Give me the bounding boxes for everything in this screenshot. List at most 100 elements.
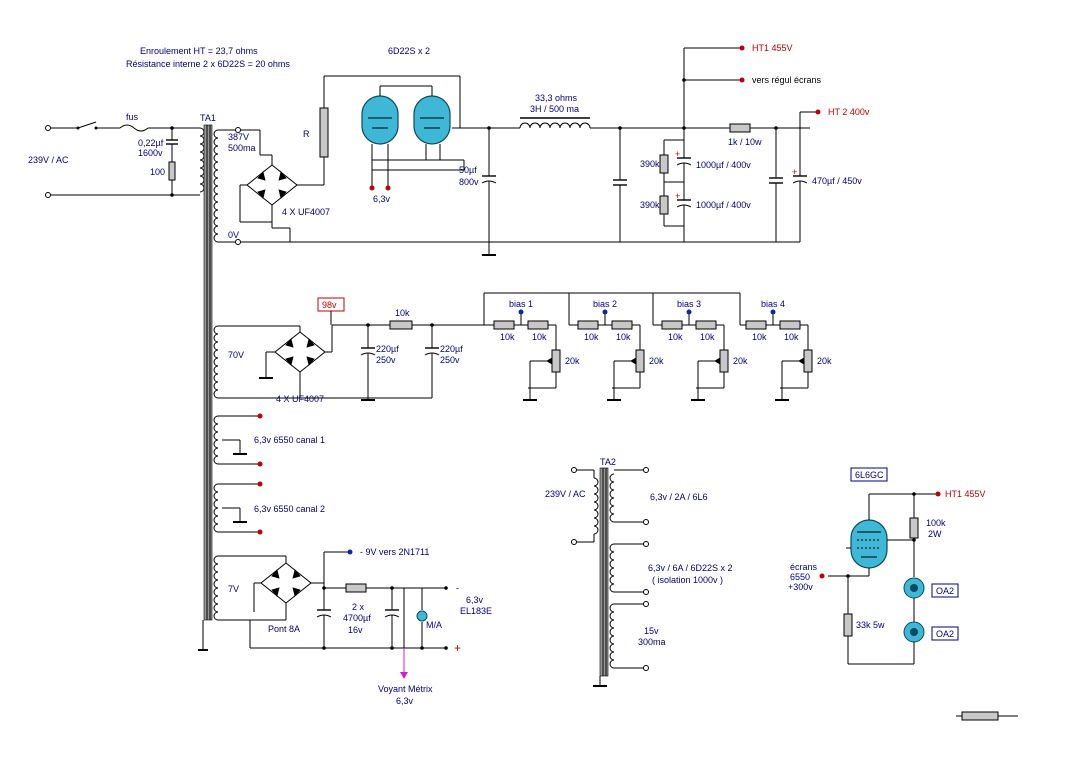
- heater-canal-1: [213, 413, 263, 467]
- ta1-primary-coil: [199, 127, 205, 193]
- cap50-voltage-label: 800v: [459, 177, 479, 187]
- ta2-secondary-3a-label: 15v: [644, 626, 659, 636]
- oa2-b-label: OA2: [936, 629, 954, 639]
- bias-channel-3: [652, 293, 729, 401]
- voyant-voltage-label: 6,3v: [396, 696, 414, 706]
- c1000b-label: 1000µf / 400v: [696, 200, 751, 210]
- bias-3-r1: 10k: [668, 332, 683, 342]
- oa2-b-box: [931, 626, 959, 641]
- ht1-label: HT1 455V: [752, 43, 793, 53]
- c220a-label: 220µf: [376, 344, 399, 354]
- ecrans-tube-label: 6550: [790, 572, 810, 582]
- cap-022-label: 0,22µf: [138, 138, 164, 148]
- c220b-label: 220µf: [440, 344, 463, 354]
- mains-label: 239V / AC: [28, 155, 69, 165]
- bias-main-rail: [300, 292, 740, 401]
- bias-3-title: bias 3: [677, 299, 701, 309]
- canal1-label: 6,3v 6550 canal 1: [254, 435, 325, 445]
- c1000a-label: 1000µf / 400v: [696, 160, 751, 170]
- bias-4-r2: 10k: [784, 332, 799, 342]
- bridge-rectifier-3: [250, 556, 324, 621]
- cap-470uf: +: [769, 111, 816, 242]
- bridge-rectifier-2: [259, 325, 333, 398]
- bias-4-title: bias 4: [761, 299, 785, 309]
- resistor-r: [319, 107, 329, 158]
- tube-6l6-box: [850, 467, 888, 482]
- regulator-network: [843, 492, 925, 665]
- v387-label: 387V: [228, 132, 249, 142]
- bias-1-r1: 10k: [500, 332, 515, 342]
- r390b-label: 390k: [640, 200, 660, 210]
- ecrans-voltage-label: +300v: [788, 582, 813, 592]
- bias-channel-4: [739, 293, 813, 401]
- r33k-label: 33k 5w: [856, 620, 885, 630]
- bias-2-pot: 20k: [649, 356, 664, 366]
- tube-6l6gc: [828, 493, 936, 577]
- tube-6l6-label: 6L6GC: [855, 470, 884, 480]
- ta1-7v-secondary: [213, 555, 446, 649]
- c220a-voltage-label: 250v: [376, 355, 396, 365]
- bridge-rectifier-1: [239, 129, 325, 242]
- v7-label: 7V: [228, 584, 239, 594]
- oa2-a-box: [931, 583, 959, 598]
- bias-2-r2: 10k: [616, 332, 631, 342]
- bias-4-r1: 10k: [752, 332, 767, 342]
- oa2-a-label: OA2: [936, 586, 954, 596]
- cap-022-voltage-label: 1600v: [138, 148, 163, 158]
- heater-canal-2: [213, 481, 263, 535]
- cap-divider-network: + +: [659, 126, 692, 242]
- cap4700-count-label: 2 x: [352, 602, 365, 612]
- ta2-secondary-2a-label: 6,3v / 6A / 6D22S x 2: [648, 563, 733, 573]
- ta1-label: TA1: [200, 113, 216, 123]
- bias-1-r2: 10k: [532, 332, 547, 342]
- ma-label: M/A: [426, 620, 442, 630]
- ht1-branch: [682, 47, 740, 128]
- bias-1-pot: 20k: [565, 356, 580, 366]
- ta2-secondary-3b-label: 300ma: [638, 637, 666, 647]
- ta2-secondary-2b-label: ( isolation 1000v ): [652, 575, 723, 585]
- ta1-bias-secondary: [213, 325, 300, 399]
- resistor-1k-10w: [729, 123, 751, 133]
- v70-label: 70V: [228, 350, 244, 360]
- tube-title-label: 6D22S x 2: [388, 46, 430, 56]
- cap4700-value-label: 4700µf: [343, 613, 371, 623]
- regul-terminal: [739, 77, 745, 83]
- el183-voltage-label: 6,3v: [466, 595, 484, 605]
- ta2-secondary-1-label: 6,3v / 2A / 6L6: [650, 492, 708, 502]
- v98-label: 98v: [322, 300, 337, 310]
- svg-text:+: +: [675, 191, 680, 201]
- cap50-label: 50µf: [459, 165, 477, 175]
- el183-label: EL183E: [460, 606, 492, 616]
- svg-text:+: +: [675, 149, 680, 159]
- uf4007-b-label: 4 X UF4007: [276, 394, 324, 404]
- bias-4-pot: 20k: [817, 356, 832, 366]
- lv-filter: [316, 549, 448, 679]
- bias-channel-2: [568, 293, 645, 401]
- ht2-label: HT 2 400v: [828, 107, 870, 117]
- bias-2-r1: 10k: [584, 332, 599, 342]
- mains2-label: 239V / AC: [545, 489, 586, 499]
- stray-resistor: [956, 711, 1018, 721]
- c220b-voltage-label: 250v: [440, 355, 460, 365]
- pont8a-label: Pont 8A: [268, 624, 300, 634]
- vers-2n1711-label: - 9V vers 2N1711: [360, 547, 429, 557]
- cap-50uf: [481, 126, 497, 256]
- bias-3-r2: 10k: [700, 332, 715, 342]
- tube-6d22s-2: [413, 86, 451, 160]
- c470-label: 470µf / 450v: [812, 176, 862, 186]
- bias-3-pot: 20k: [733, 356, 748, 366]
- uf4007-a-label: 4 X UF4007: [282, 207, 330, 217]
- choke-3h: [519, 117, 810, 129]
- ecrans-label: écrans: [790, 562, 818, 572]
- cap4700-voltage-label: 16v: [348, 625, 363, 635]
- vers-regul-label: vers régul écrans: [752, 75, 822, 85]
- ht2-terminal: [815, 109, 821, 115]
- mains-input: [45, 121, 200, 198]
- bias-channel-1: [484, 314, 561, 401]
- choke-ohms-label: 33,3 ohms: [535, 93, 578, 103]
- bias-1-title: bias 1: [509, 299, 533, 309]
- heater-63-label: 6,3v: [373, 194, 391, 204]
- internal-resistance-label: Résistance interne 2 x 6D22S = 20 ohms: [126, 59, 290, 69]
- winding-ht-label: Enroulement HT = 23,7 ohms: [140, 46, 258, 56]
